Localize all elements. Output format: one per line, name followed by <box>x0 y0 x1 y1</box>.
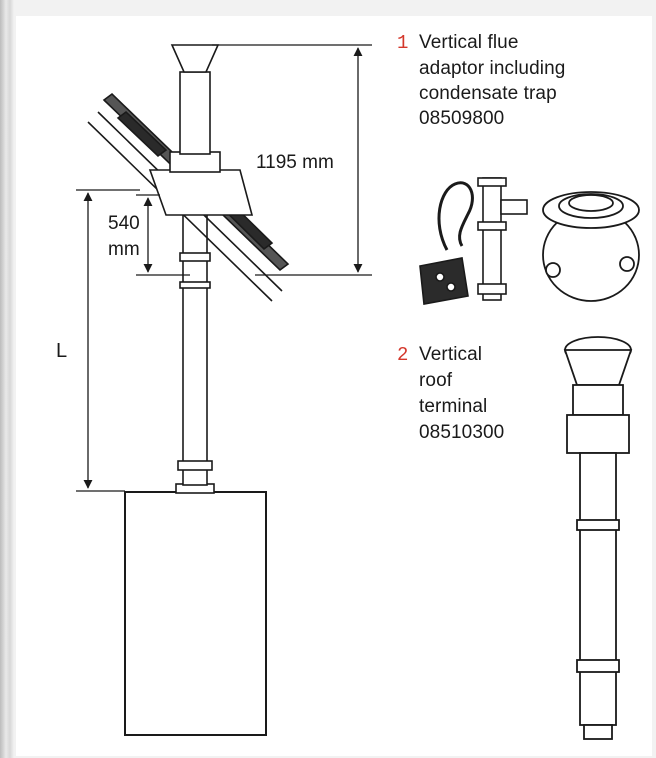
dimension-length <box>76 189 140 492</box>
part-1-line-2: adaptor including <box>419 58 566 79</box>
part-2-line-2: roof <box>419 370 453 391</box>
part-1-callout: 1 Vertical flue adaptor including condens… <box>397 30 565 131</box>
part-1-line-1: Vertical flue <box>419 32 519 53</box>
flue-pipe <box>177 204 213 486</box>
condensate-kit-illustration <box>419 177 528 305</box>
roof-terminal-illustration <box>563 336 633 740</box>
dimension-540-unit: mm <box>108 239 140 260</box>
flue-adaptor-illustration <box>542 191 640 302</box>
dimension-540-value: 540 <box>108 213 140 234</box>
diagram-panel: 1195 mm 540 mm L 1 Vertical flue adaptor … <box>16 16 652 756</box>
part-2-line-1: Vertical <box>419 344 483 365</box>
dimension-1195-label: 1195 mm <box>256 152 334 173</box>
dimension-length-label: L <box>56 340 68 362</box>
dimension-540 <box>136 194 190 276</box>
part-1-code: 08509800 <box>419 108 505 129</box>
part-2-code: 08510300 <box>419 422 505 443</box>
roof-flashing <box>148 151 254 216</box>
part-1-number: 1 <box>397 32 409 54</box>
part-2-line-3: terminal <box>419 396 488 417</box>
dimension-1195 <box>212 44 372 276</box>
roof-terminal <box>170 44 220 155</box>
part-1-line-3: condensate trap <box>419 83 557 104</box>
part-2-number: 2 <box>397 344 409 366</box>
flue-installation-diagram <box>76 44 640 740</box>
part-2-callout: 2 Vertical roof terminal 08510300 <box>397 342 504 446</box>
boiler-body <box>124 491 267 736</box>
